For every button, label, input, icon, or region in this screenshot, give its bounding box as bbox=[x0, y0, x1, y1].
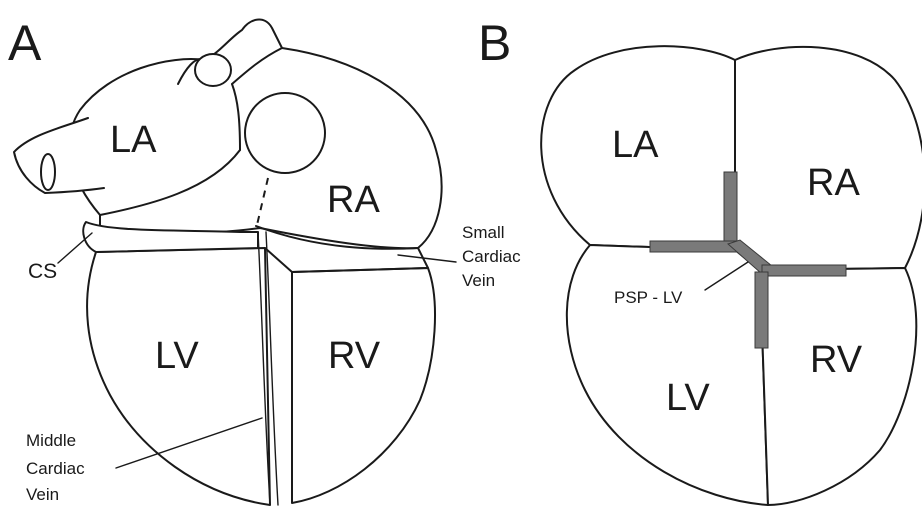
label-cs: CS bbox=[28, 260, 57, 283]
panel-a-label-rv: RV bbox=[328, 335, 381, 377]
panel-b-right-ventricle bbox=[760, 268, 916, 505]
panel-b-label-la: LA bbox=[612, 124, 659, 166]
panel-a: A LA RA LV RV CS Small bbox=[8, 15, 525, 505]
panel-a-label-la: LA bbox=[110, 119, 157, 161]
panel-a-label-lv: LV bbox=[155, 335, 199, 377]
panel-b-right-atrium bbox=[735, 47, 922, 270]
panel-b-left-ventricle bbox=[567, 245, 768, 505]
panel-a-vein-opening bbox=[41, 154, 55, 190]
panel-b-letter: B bbox=[478, 15, 511, 71]
panel-a-right-ventricle bbox=[292, 268, 435, 503]
panel-b-label-rv: RV bbox=[810, 339, 863, 381]
panel-b-label-lv: LV bbox=[666, 377, 710, 419]
panel-a-label-ra: RA bbox=[327, 179, 380, 221]
label-middle-cardiac-vein: Middle Cardiac Vein bbox=[26, 431, 89, 504]
small-cardiac-vein-leader bbox=[398, 255, 456, 262]
panel-b: B LA RA LV RV PSP - LV bbox=[478, 15, 922, 505]
panel-a-upper-vessel bbox=[195, 54, 231, 86]
label-small-cardiac-vein: Small Cardiac Vein bbox=[462, 223, 525, 290]
cs-leader-line bbox=[58, 233, 92, 263]
label-psp-lv: PSP - LV bbox=[614, 288, 683, 307]
panel-a-vena-cava-opening bbox=[245, 93, 325, 173]
panel-a-letter: A bbox=[8, 15, 42, 71]
panel-a-ventricle-rim bbox=[265, 248, 428, 272]
panel-b-label-ra: RA bbox=[807, 162, 860, 204]
panel-a-pulmonary-vein bbox=[14, 118, 104, 193]
